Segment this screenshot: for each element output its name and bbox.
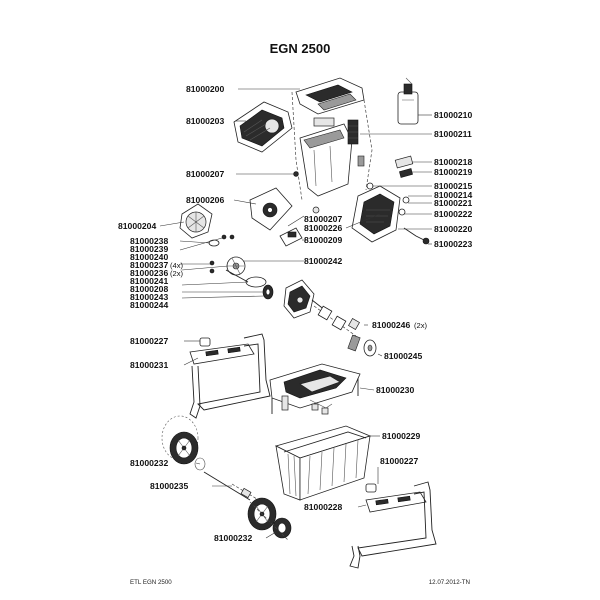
part-label: 81000221 <box>434 198 472 208</box>
part-label: 81000232 <box>214 533 252 543</box>
part-label: 81000238 <box>130 236 168 246</box>
spring-part-drawing <box>347 119 359 145</box>
leader-lines <box>159 88 432 539</box>
wheel-upper-drawing <box>161 415 206 471</box>
part-label: 81000214 <box>434 190 472 200</box>
part-label: 81000203 <box>186 116 224 126</box>
diagram-title: EGN 2500 <box>270 41 331 56</box>
part-label: 81000228 <box>304 502 342 512</box>
cutter-plate-drawing <box>249 187 293 231</box>
motor-housing-drawing <box>233 101 293 153</box>
part-label: 81000241 <box>130 276 168 286</box>
bracket-drawing <box>279 227 303 247</box>
part-label: 81000227 <box>380 456 418 466</box>
footer-left: ETL EGN 2500 <box>130 579 172 586</box>
part-label: 81000207 <box>304 214 342 224</box>
hardware-stack-drawing <box>208 234 274 300</box>
part-label: 81000240 <box>130 252 168 262</box>
part-label: 81000239 <box>130 244 168 254</box>
part-label: 81000242 <box>304 256 342 266</box>
part-label: 81000231 <box>130 360 168 370</box>
part-label: 81000229 <box>382 431 420 441</box>
part-label: 81000211 <box>434 129 472 139</box>
chute-frame-drawing <box>269 363 361 415</box>
quantity-note: (2x) <box>414 321 428 330</box>
part-label: 81000208 <box>130 284 168 294</box>
axle-drawing <box>203 471 263 503</box>
part-label: 81000215 <box>434 181 472 191</box>
part-label: 81000226 <box>304 223 342 233</box>
part-label: 81000222 <box>434 209 472 219</box>
part-label: 81000227 <box>130 336 168 346</box>
hopper-top-drawing <box>295 77 365 115</box>
quantity-note: (2x) <box>170 269 184 278</box>
footer-right: 12.07.2012-TN <box>429 579 470 586</box>
hopper-body-drawing <box>291 91 373 201</box>
part-label: 81000204 <box>118 221 156 231</box>
part-label: 81000246 <box>372 320 410 330</box>
part-label: 81000235 <box>150 481 188 491</box>
part-label: 81000223 <box>434 239 472 249</box>
part-label: 81000206 <box>186 195 224 205</box>
part-label: 81000207 <box>186 169 224 179</box>
part-label: 81000210 <box>434 110 472 120</box>
right-frame-drawing <box>349 481 437 569</box>
part-label: 81000244 <box>130 300 168 310</box>
part-label: 81000218 <box>434 157 472 167</box>
screw-dot <box>293 171 299 177</box>
small-brackets-drawing <box>357 155 414 216</box>
part-label: 81000236 <box>130 268 168 278</box>
quantity-note: (4x) <box>170 261 184 270</box>
push-stick-drawing <box>397 77 419 125</box>
part-label: 81000245 <box>384 351 422 361</box>
wheel-lower-drawing <box>247 497 292 541</box>
part-label: 81000237 <box>130 260 168 270</box>
collection-box-drawing <box>274 425 372 501</box>
fan-drawing <box>179 203 213 239</box>
side-cover-drawing <box>351 185 430 245</box>
part-label: 81000209 <box>304 235 342 245</box>
part-label: 81000243 <box>130 292 168 302</box>
left-frame-drawing <box>189 333 271 419</box>
part-label: 81000230 <box>376 385 414 395</box>
part-label: 81000220 <box>434 224 472 234</box>
part-label: 81000219 <box>434 167 472 177</box>
part-labels: 81000200 81000203 81000207 81000206 8100… <box>118 84 472 543</box>
washer-dot <box>312 206 320 214</box>
drive-unit-drawing <box>283 279 377 357</box>
part-label: 81000232 <box>130 458 168 468</box>
part-label: 81000200 <box>186 84 224 94</box>
